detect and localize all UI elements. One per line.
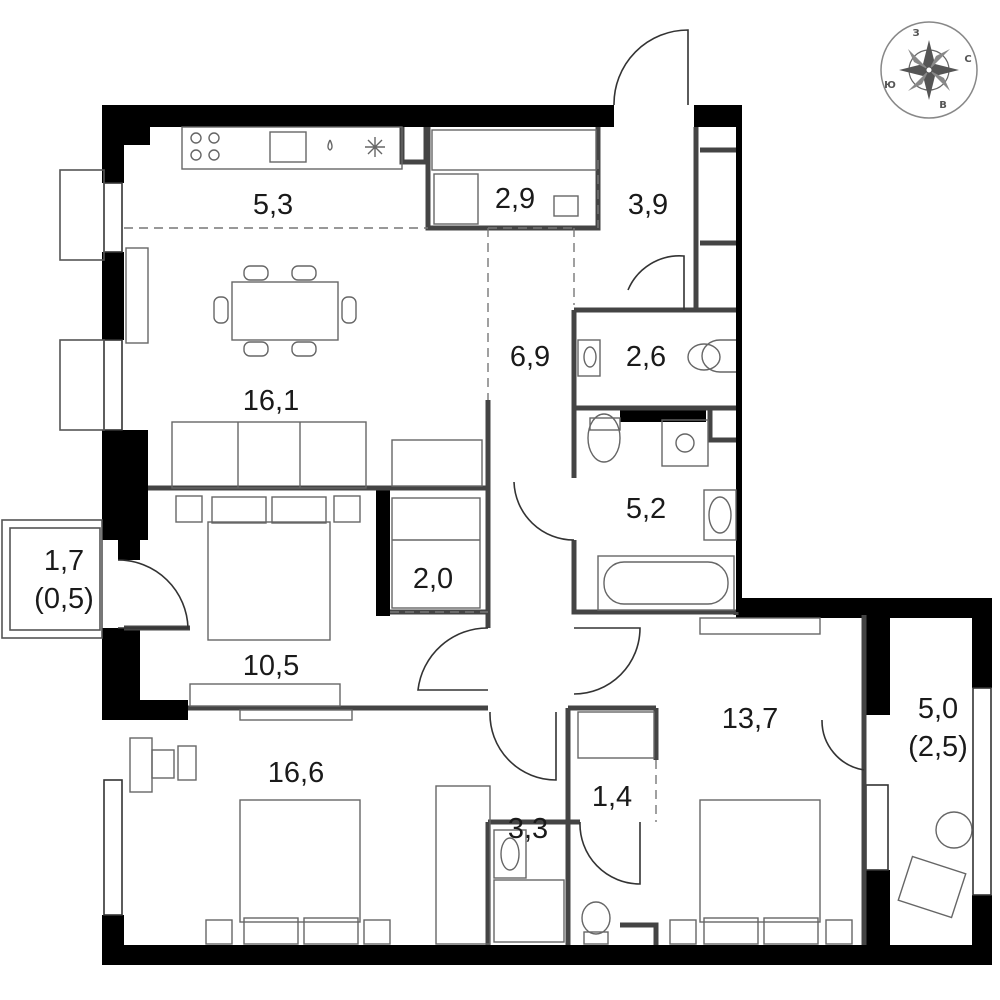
- loggia-left-area-label: 1,7: [44, 545, 84, 577]
- bedroom-small-area-label: 10,5: [243, 650, 299, 682]
- bathroom-area-label: 5,2: [626, 493, 666, 525]
- kitchen-area-label: 5,3: [253, 189, 293, 221]
- hall-area-label: 6,9: [510, 341, 550, 373]
- shower-room-area-label: 3,3: [508, 813, 548, 845]
- loggia-right-area-label: 5,0: [918, 693, 958, 725]
- closet-area-label: 1,4: [592, 781, 632, 813]
- compass-north-letter: С: [964, 54, 971, 65]
- windows: [59, 169, 992, 916]
- living-area-label: 16,1: [243, 385, 299, 417]
- zone-borders: [124, 160, 657, 822]
- outer-walls: [102, 105, 992, 965]
- wardrobe-top-area-label: 2,9: [495, 183, 535, 215]
- bathroom-fixtures: [493, 339, 737, 945]
- compass: З С В Ю: [880, 21, 978, 119]
- compass-east-letter: В: [939, 100, 947, 111]
- bedroom-right-area-label: 13,7: [722, 703, 778, 735]
- bedroom-large-area-label: 16,6: [268, 757, 324, 789]
- room-area-labels: 5,3 2,9 3,9 16,1 6,9 2,6 5,2 2,0 1,7 (0,…: [34, 183, 968, 845]
- kitchen-furniture: [125, 126, 597, 489]
- compass-south-letter: Ю: [884, 80, 896, 91]
- entry-area-label: 3,9: [628, 189, 668, 221]
- bedroom-furniture: [129, 495, 973, 945]
- wc-area-label: 2,6: [626, 341, 666, 373]
- doors: [117, 29, 865, 885]
- wardrobe-mid-area-label: 2,0: [413, 563, 453, 595]
- loggia-left-coef-label: (0,5): [34, 583, 94, 615]
- loggia-right-coef-label: (2,5): [908, 731, 968, 763]
- compass-west-letter: З: [912, 28, 919, 39]
